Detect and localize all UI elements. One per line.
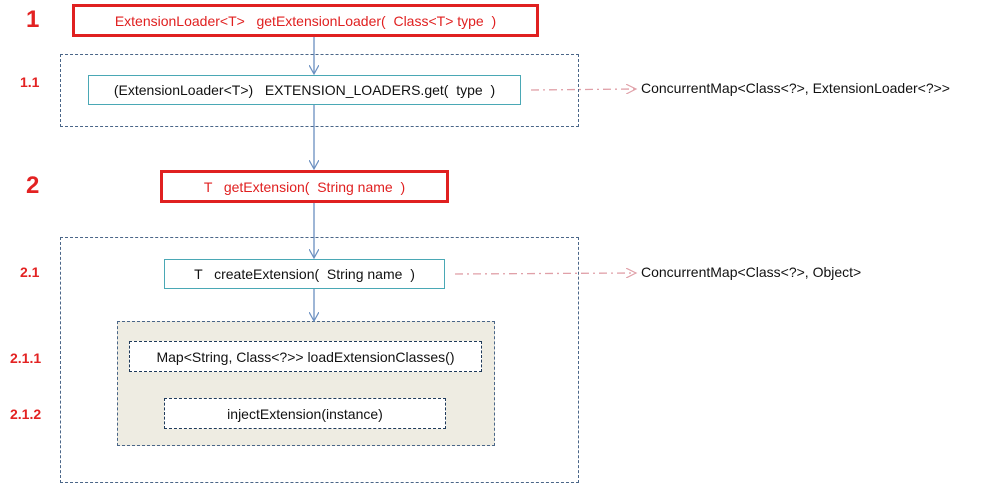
extension-loaders-get-box: (ExtensionLoader<T>) EXTENSION_LOADERS.g… [88,75,521,105]
group-2-1-container [60,237,579,483]
step-label-1: 1 [26,6,40,33]
load-extension-classes-box: Map<String, Class<?>> loadExtensionClass… [129,341,482,372]
step-label-2-1: 2.1 [20,264,40,280]
extension-instances-map-label: ConcurrentMap<Class<?>, Object> [641,264,862,280]
extension-loaders-map-label: ConcurrentMap<Class<?>, ExtensionLoader<… [641,80,950,96]
create-extension-box: T createExtension( String name ) [164,259,445,289]
step-label-2-1-2: 2.1.2 [10,406,42,422]
step-label-1-1: 1.1 [20,74,40,90]
get-extension-box: T getExtension( String name ) [160,170,449,203]
inject-extension-box: injectExtension(instance) [164,398,446,429]
step-label-2-1-1: 2.1.1 [10,350,42,366]
get-extension-loader-box: ExtensionLoader<T> getExtensionLoader( C… [72,4,539,37]
step-label-2: 2 [26,172,40,199]
